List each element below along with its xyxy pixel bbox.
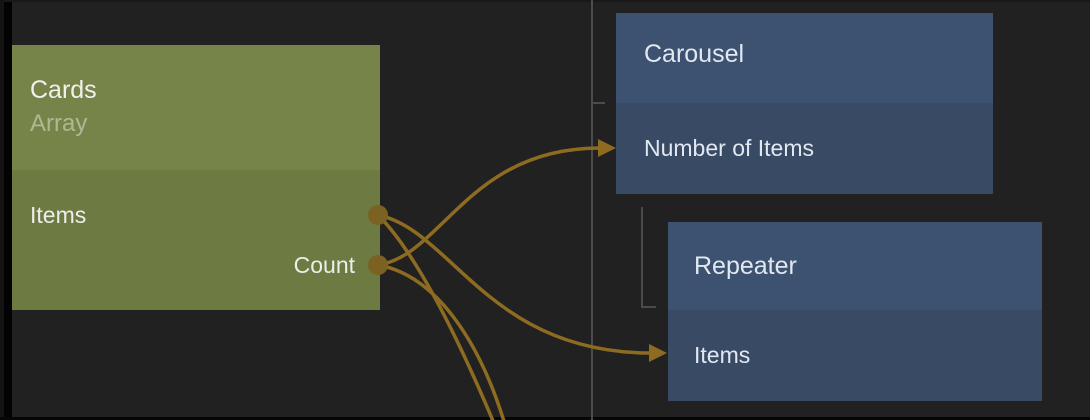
wire-cards-count-to-carousel-number-of-items[interactable] xyxy=(377,146,601,267)
wire-cards-items-to-repeater-items[interactable] xyxy=(377,213,652,355)
port-cards-count[interactable]: Count xyxy=(12,240,380,290)
node-repeater-header[interactable]: Repeater xyxy=(668,222,1042,310)
hierarchy-line-repeater xyxy=(641,207,656,308)
port-repeater-items[interactable]: Items xyxy=(668,310,1042,401)
node-cards-title: Cards xyxy=(30,76,97,104)
port-carousel-number-of-items[interactable]: Number of Items xyxy=(616,103,993,194)
canvas-edge-left-outer xyxy=(0,0,4,420)
hierarchy-line-carousel xyxy=(591,0,605,420)
node-cards-body: Items Count xyxy=(12,170,380,310)
port-carousel-number-of-items-label: Number of Items xyxy=(644,135,814,161)
node-cards-subtitle: Array xyxy=(30,110,88,137)
port-cards-items-label: Items xyxy=(30,202,87,228)
port-cards-items[interactable]: Items xyxy=(12,190,380,240)
node-repeater-body: Items xyxy=(668,310,1042,401)
wire-cards-items-to-repeater-items-arrowhead-icon xyxy=(649,344,667,362)
canvas-edge-bottom xyxy=(0,417,1090,420)
node-repeater[interactable]: Repeater Items xyxy=(668,222,1042,401)
canvas-edge-left-inner xyxy=(4,0,12,420)
node-carousel-title: Carousel xyxy=(644,40,745,68)
port-cards-count-label: Count xyxy=(293,252,355,278)
node-cards[interactable]: Cards Array Items Count xyxy=(12,45,380,310)
node-carousel-body: Number of Items xyxy=(616,103,993,194)
wire-cards-count-to-carousel-number-of-items-arrowhead-icon xyxy=(598,139,616,157)
node-carousel-header[interactable]: Carousel xyxy=(616,13,993,103)
port-repeater-items-label: Items xyxy=(694,342,751,368)
node-repeater-title: Repeater xyxy=(694,252,797,280)
node-carousel[interactable]: Carousel Number of Items xyxy=(616,13,993,194)
node-cards-header[interactable]: Cards Array xyxy=(12,45,380,170)
wire-cards-items-to-offscreen-bottom[interactable] xyxy=(376,213,496,420)
wire-cards-count-to-offscreen-bottom[interactable] xyxy=(377,263,506,420)
canvas-edge-top xyxy=(4,0,1090,2)
